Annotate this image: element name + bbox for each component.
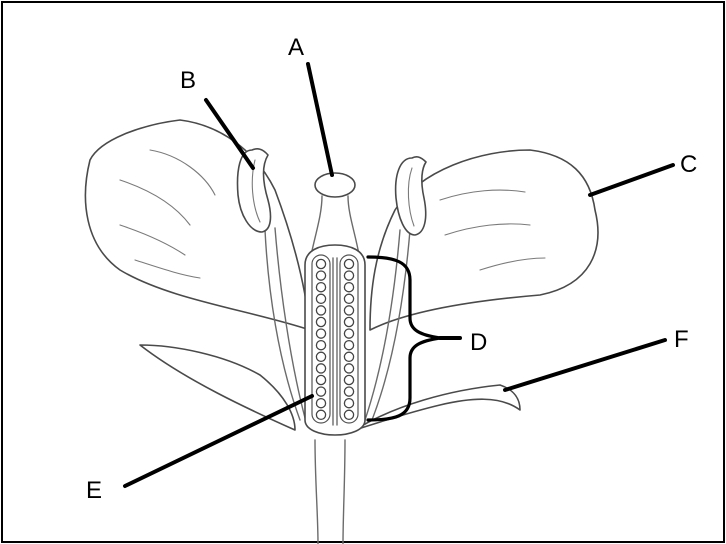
label-f: F: [674, 326, 689, 353]
ovary: [305, 245, 365, 435]
ovule: [316, 410, 325, 419]
ovule: [344, 352, 353, 361]
ovule: [316, 317, 325, 326]
ovule: [316, 259, 325, 268]
ovule: [344, 271, 353, 280]
ovule: [344, 410, 353, 419]
ovule: [344, 399, 353, 408]
ovule: [316, 294, 325, 303]
ovule: [344, 364, 353, 373]
ovule: [316, 352, 325, 361]
ovule: [344, 306, 353, 315]
label-a: A: [288, 34, 304, 61]
label-e: E: [86, 477, 102, 504]
stigma: [315, 173, 355, 197]
ovule: [344, 341, 353, 350]
ovule: [316, 387, 325, 396]
label-c: C: [680, 151, 697, 178]
label-d: D: [470, 329, 487, 356]
label-b: B: [180, 67, 196, 94]
ovule: [316, 375, 325, 384]
ovule: [344, 387, 353, 396]
ovule: [316, 329, 325, 338]
ovule: [316, 341, 325, 350]
ovule: [344, 259, 353, 268]
ovule: [316, 306, 325, 315]
ovule: [316, 271, 325, 280]
ovule: [344, 375, 353, 384]
ovule: [344, 294, 353, 303]
ovule: [344, 283, 353, 292]
ovule: [316, 399, 325, 408]
ovule: [344, 317, 353, 326]
ovule: [316, 283, 325, 292]
ovule: [344, 329, 353, 338]
ovule: [316, 364, 325, 373]
